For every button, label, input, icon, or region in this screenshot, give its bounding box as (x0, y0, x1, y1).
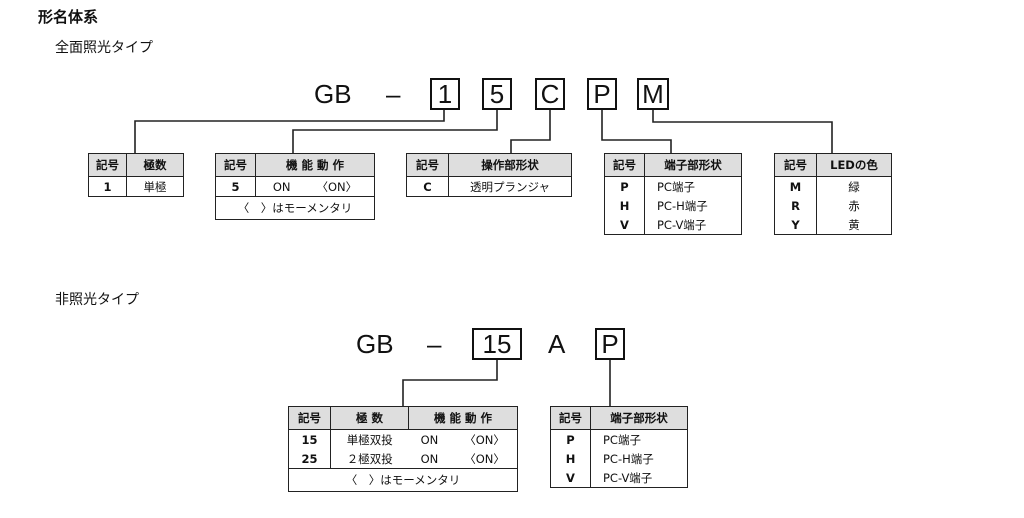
row-value: PC端子 (603, 432, 641, 447)
table-function: 記号 機 能 動 作 5 ON 〈ON〉 〈 〉はモーメンタリ (215, 153, 375, 220)
row-value: 赤 (848, 198, 860, 213)
header-symbol: 記号 (288, 406, 331, 430)
table-row: Y 黄 (774, 215, 892, 235)
table-led-color: 記号 LEDの色 M 緑 R 赤 Y 黄 (774, 153, 892, 235)
momentary-note: 〈 〉はモーメンタリ (215, 196, 375, 220)
row-symbol: V (604, 215, 645, 235)
table-row: R 赤 (774, 196, 892, 215)
code-box-terminal: P (595, 328, 625, 360)
table-row: 5 ON 〈ON〉 (215, 176, 375, 197)
row-symbol: Y (774, 215, 817, 235)
table-terminal: 記号 端子部形状 P PC端子 H PC-H端子 V PC-V端子 (604, 153, 742, 235)
row-symbol: 15 (288, 429, 331, 449)
row-value: PC-H端子 (603, 451, 654, 466)
code-box-poles-function: 15 (472, 328, 522, 360)
code-box-led: M (637, 78, 669, 110)
row-function: ON 〈ON〉 (409, 430, 518, 450)
code-box-terminal: P (587, 78, 617, 110)
header-symbol: 記号 (774, 153, 817, 177)
row-symbol: H (604, 196, 645, 215)
row-value: ON 〈ON〉 (256, 177, 375, 197)
row-symbol: V (550, 468, 591, 488)
row-symbol: 25 (288, 449, 331, 469)
header-symbol: 記号 (406, 153, 449, 177)
row-poles: ２極双投 (346, 451, 393, 466)
table-row: 1 単極 (88, 176, 184, 197)
table-poles: 記号 極数 1 単極 (88, 153, 184, 197)
header-symbol: 記号 (550, 406, 591, 430)
row-symbol: H (550, 449, 591, 468)
row-value: 単極 (143, 179, 167, 194)
row-value: 黄 (848, 217, 860, 232)
row-symbol: 1 (88, 176, 127, 197)
table-row: C 透明プランジャ (406, 176, 572, 197)
model-dash: – (427, 329, 442, 359)
row-value: PC端子 (657, 179, 695, 194)
header-symbol: 記号 (215, 153, 256, 177)
row-value: PC-V端子 (603, 470, 653, 485)
table-row: M 緑 (774, 176, 892, 196)
table-terminal: 記号 端子部形状 P PC端子 H PC-H端子 V PC-V端子 (550, 406, 688, 488)
table-row: P PC端子 (550, 429, 688, 449)
row-symbol: P (604, 176, 645, 196)
row-function: ON 〈ON〉 (409, 449, 518, 469)
momentary-note: 〈 〉はモーメンタリ (288, 468, 518, 492)
table-actuator: 記号 操作部形状 C 透明プランジャ (406, 153, 572, 197)
table-row: V PC-V端子 (550, 468, 688, 488)
header-led-color: LEDの色 (816, 153, 892, 177)
header-terminal: 端子部形状 (590, 406, 688, 430)
code-box-poles: 1 (430, 78, 460, 110)
page-title: 形名体系 (38, 8, 99, 26)
row-value: PC-H端子 (657, 198, 708, 213)
header-symbol: 記号 (604, 153, 645, 177)
header-poles: 極 数 (330, 406, 409, 430)
function-on: ON (272, 179, 291, 194)
header-actuator: 操作部形状 (448, 153, 572, 177)
function-momentary-on: 〈ON〉 (464, 432, 505, 447)
table-poles-function: 記号 極 数 機 能 動 作 15 単極双投 ON 〈ON〉 25 ２極双投 ON… (288, 406, 518, 492)
function-momentary-on: 〈ON〉 (464, 451, 505, 466)
row-symbol: M (774, 176, 817, 196)
table-row: 15 単極双投 ON 〈ON〉 (288, 429, 518, 450)
row-value: PC-V端子 (657, 217, 707, 232)
row-symbol: 5 (215, 176, 256, 197)
table-row: H PC-H端子 (604, 196, 742, 215)
section-non-illuminated-label: 非照光タイプ (55, 292, 139, 308)
function-momentary-on: 〈ON〉 (316, 179, 358, 194)
model-dash: – (386, 79, 401, 109)
header-function: 機 能 動 作 (408, 406, 518, 430)
model-prefix: GB (314, 79, 352, 109)
header-symbol: 記号 (88, 153, 127, 177)
row-value: 透明プランジャ (470, 179, 550, 194)
header-poles: 極数 (126, 153, 184, 177)
table-row: P PC端子 (604, 176, 742, 196)
code-actuator: A (548, 329, 566, 359)
row-symbol: C (406, 176, 449, 197)
section-illuminated-label: 全面照光タイプ (55, 40, 153, 56)
row-symbol: R (774, 196, 817, 215)
function-on: ON (420, 432, 439, 447)
table-row: H PC-H端子 (550, 449, 688, 468)
header-terminal: 端子部形状 (644, 153, 742, 177)
row-symbol: P (550, 429, 591, 449)
code-box-function: 5 (482, 78, 512, 110)
function-on: ON (420, 451, 439, 466)
row-poles: 単極双投 (346, 432, 393, 447)
table-row: V PC-V端子 (604, 215, 742, 235)
header-function: 機 能 動 作 (255, 153, 375, 177)
model-prefix: GB (356, 329, 394, 359)
row-value: 緑 (848, 179, 860, 194)
code-box-actuator: C (535, 78, 565, 110)
table-row: 25 ２極双投 ON 〈ON〉 (288, 449, 518, 469)
